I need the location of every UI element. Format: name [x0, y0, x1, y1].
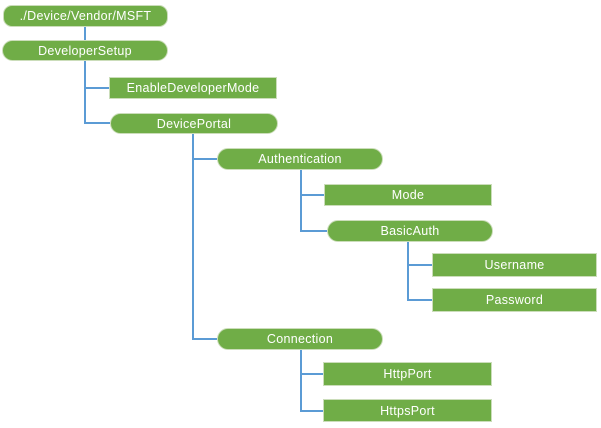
- connector-horizontal: [193, 158, 217, 160]
- connector-horizontal: [85, 122, 110, 124]
- connector-horizontal: [301, 410, 323, 412]
- node-device-portal: DevicePortal: [110, 113, 278, 134]
- connector-horizontal: [408, 299, 432, 301]
- node-username: Username: [432, 253, 597, 277]
- node-https-port: HttpsPort: [323, 399, 492, 422]
- connector-vertical: [407, 242, 409, 301]
- connector-vertical: [300, 350, 302, 412]
- node-password: Password: [432, 288, 597, 312]
- connector-vertical: [84, 61, 86, 124]
- connector-horizontal: [301, 230, 327, 232]
- connector-horizontal: [301, 373, 323, 375]
- node-authentication: Authentication: [217, 148, 383, 170]
- connector-horizontal: [193, 338, 217, 340]
- node-developer-setup: DeveloperSetup: [2, 40, 168, 61]
- node-basic-auth: BasicAuth: [327, 220, 493, 242]
- node-mode: Mode: [324, 184, 492, 206]
- connector-vertical: [84, 27, 86, 40]
- connector-horizontal: [408, 264, 432, 266]
- connector-horizontal: [85, 87, 109, 89]
- connector-vertical: [192, 134, 194, 340]
- node-http-port: HttpPort: [323, 362, 492, 386]
- connector-horizontal: [301, 194, 324, 196]
- node-connection: Connection: [217, 328, 383, 350]
- node-root: ./Device/Vendor/MSFT: [3, 5, 168, 27]
- node-enable-developer-mode: EnableDeveloperMode: [109, 77, 277, 99]
- connector-vertical: [300, 170, 302, 232]
